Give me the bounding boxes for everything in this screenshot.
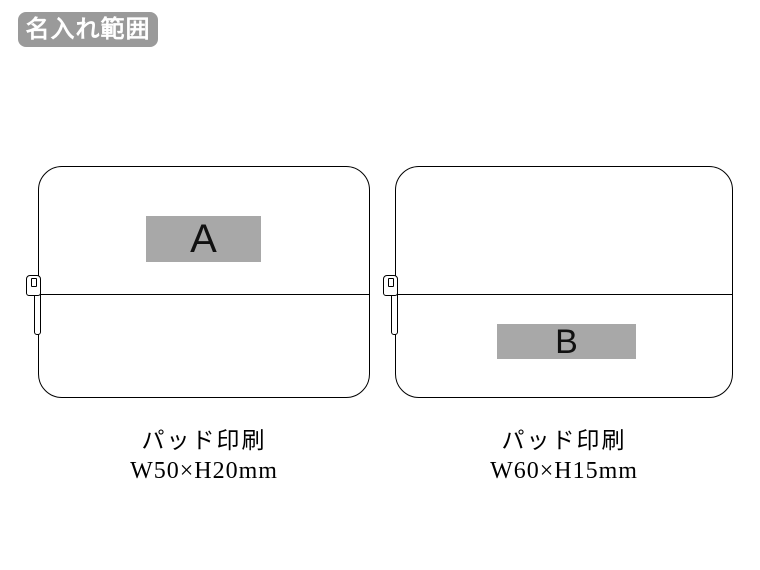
- zipper-slider-hole: [387, 278, 394, 287]
- product-pouch-a: A パッド印刷 W50×H20mm: [26, 166, 370, 484]
- print-area-a: A: [146, 216, 261, 262]
- section-badge: 名入れ範囲: [18, 12, 158, 47]
- pouch-outline-b: B: [383, 166, 733, 398]
- caption-a: パッド印刷 W50×H20mm: [38, 421, 370, 485]
- zipper-slider: [383, 275, 398, 296]
- zipper-line: [396, 294, 732, 295]
- zipper-line: [39, 294, 369, 295]
- caption-b: パッド印刷 W60×H15mm: [395, 421, 733, 485]
- product-pouch-b: B パッド印刷 W60×H15mm: [383, 166, 733, 484]
- zipper-slider-hole: [30, 278, 37, 287]
- print-method-label-a: パッド印刷: [141, 428, 267, 453]
- section-badge-label: 名入れ範囲: [25, 16, 151, 43]
- print-method-label-b: パッド印刷: [501, 428, 627, 453]
- print-area-b-label: B: [555, 322, 578, 361]
- print-area-b: B: [497, 324, 636, 359]
- zipper-pull-icon: [26, 275, 46, 345]
- pouch-outline-a: A: [26, 166, 370, 398]
- zipper-pull-icon: [383, 275, 403, 345]
- zipper-slider: [26, 275, 41, 296]
- print-size-label-a: W50×H20mm: [130, 458, 278, 484]
- print-size-label-b: W60×H15mm: [490, 458, 638, 484]
- print-area-a-label: A: [190, 217, 217, 261]
